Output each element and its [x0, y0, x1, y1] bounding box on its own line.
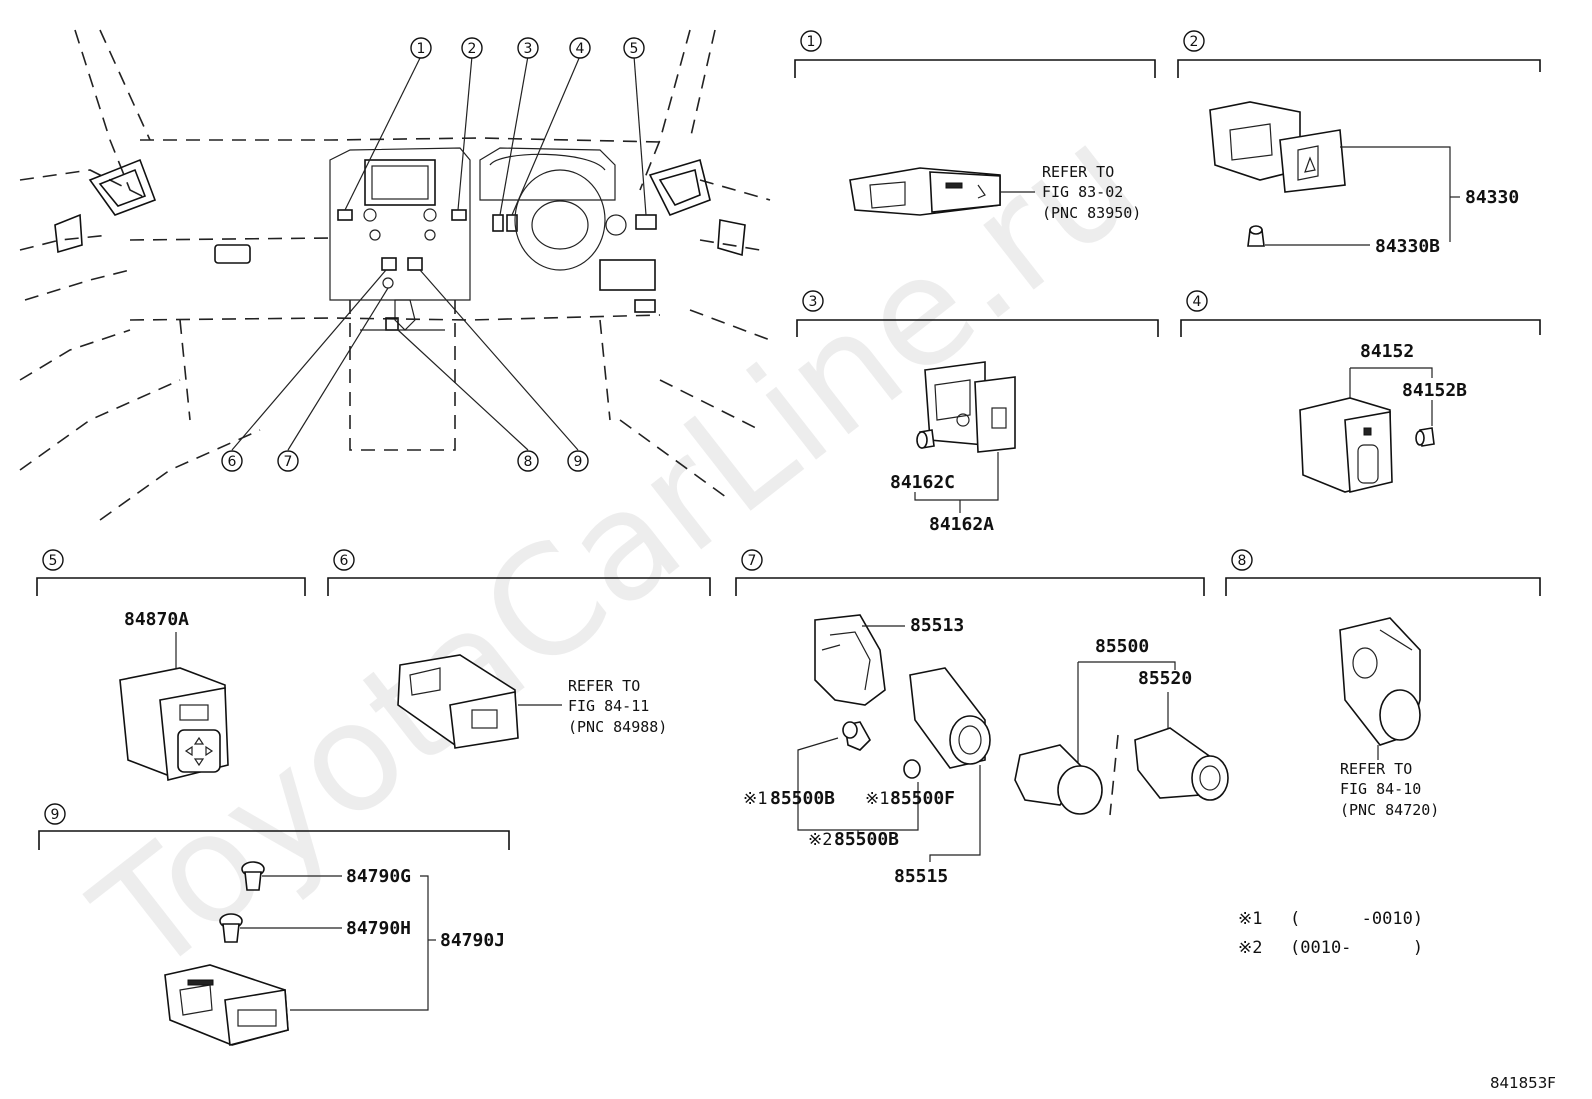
part-84330: 84330	[1465, 187, 1519, 208]
refer-text-1a: REFER TO	[1042, 163, 1114, 181]
refer-text-6c: (PNC 84988)	[568, 718, 667, 736]
part-84790j: 84790J	[440, 930, 505, 951]
svg-text:3: 3	[809, 294, 818, 310]
part-84790h: 84790H	[346, 918, 411, 939]
bulb-84790h[interactable]	[219, 913, 243, 943]
lighter-housing-85500[interactable]	[1014, 744, 1103, 815]
part-84152b: 84152B	[1402, 380, 1467, 401]
callout-9[interactable]: 9	[567, 450, 589, 472]
mark-1a: ※1	[743, 789, 767, 809]
callout-5[interactable]: 5	[623, 37, 645, 59]
note-range-2: (0010- )	[1290, 938, 1423, 958]
switch-part-84988[interactable]	[397, 654, 519, 749]
svg-text:7: 7	[748, 553, 757, 569]
dimmer-switch-84152[interactable]	[1299, 397, 1393, 493]
part-85500f: 85500F	[890, 788, 955, 809]
callout-8[interactable]: 8	[517, 450, 539, 472]
lighter-plug-85520[interactable]	[1134, 727, 1229, 801]
note-range-1: ( -0010)	[1290, 909, 1423, 929]
bulb-84152b[interactable]	[1415, 427, 1435, 447]
part-84790g: 84790G	[346, 866, 411, 887]
refer-text-8c: (PNC 84720)	[1340, 801, 1439, 819]
callout-3[interactable]: 3	[517, 37, 539, 59]
bulb-84162c[interactable]	[916, 429, 935, 449]
part-84162a: 84162A	[929, 514, 994, 535]
part-84870a: 84870A	[124, 609, 189, 630]
section-3: 3 84162C 84162A	[796, 290, 1159, 535]
mark-1b: ※1	[865, 789, 889, 809]
section-2: 2 84330 84330B	[1177, 30, 1541, 257]
refer-text-6b: FIG 84-11	[568, 697, 649, 715]
callout-2[interactable]: 2	[461, 37, 483, 59]
notes: ※1 ( -0010) ※2 (0010- )	[1238, 909, 1423, 958]
svg-text:8: 8	[524, 454, 533, 470]
note-mark-2: ※2	[1238, 938, 1262, 958]
part-85500b-b: 85500B	[834, 829, 899, 850]
svg-text:9: 9	[574, 454, 583, 470]
part-85500f-icon[interactable]	[903, 759, 921, 779]
part-84162c: 84162C	[890, 472, 955, 493]
part-85515: 85515	[894, 866, 948, 887]
svg-text:2: 2	[1190, 34, 1199, 50]
bulb-84330b[interactable]	[1247, 225, 1265, 247]
refer-text-6a: REFER TO	[568, 677, 640, 695]
callout-7[interactable]: 7	[277, 450, 299, 472]
svg-text:5: 5	[630, 41, 639, 57]
switch-part-83950[interactable]	[849, 167, 1001, 216]
svg-text:8: 8	[1238, 553, 1247, 569]
bulb-84790g[interactable]	[241, 861, 265, 891]
callout-6[interactable]: 6	[221, 450, 243, 472]
diagram-code: 841853F	[1490, 1074, 1556, 1092]
part-84152: 84152	[1360, 341, 1414, 362]
switch-part-84720[interactable]	[1339, 617, 1421, 746]
switch-84790j[interactable]	[164, 964, 289, 1047]
mark-2: ※2	[808, 830, 832, 850]
note-mark-1: ※1	[1238, 909, 1262, 929]
mirror-switch-84870a[interactable]	[119, 667, 229, 782]
callout-1[interactable]: 1	[410, 37, 432, 59]
socket-85515[interactable]	[909, 667, 991, 769]
section-5: 5 84870A	[36, 549, 306, 782]
svg-text:1: 1	[417, 41, 426, 57]
callout-4[interactable]: 4	[569, 37, 591, 59]
svg-text:9: 9	[51, 807, 60, 823]
part-85513: 85513	[910, 615, 964, 636]
section-9: 9 84790G 84790H 84790J	[38, 803, 510, 1047]
svg-text:5: 5	[49, 553, 58, 569]
hazard-switch-84330[interactable]	[1209, 101, 1346, 193]
section-4: 4 84152 84152B	[1180, 290, 1541, 493]
part-84330b: 84330B	[1375, 236, 1440, 257]
svg-text:4: 4	[1193, 294, 1202, 310]
refer-text-8b: FIG 84-10	[1340, 780, 1421, 798]
svg-text:7: 7	[284, 454, 293, 470]
svg-text:6: 6	[228, 454, 237, 470]
section-1: 1 REFER TO FIG 83-02 (PNC 83950)	[794, 30, 1156, 222]
part-85500: 85500	[1095, 636, 1149, 657]
svg-text:2: 2	[468, 41, 477, 57]
bracket-85513[interactable]	[814, 614, 886, 706]
svg-text:3: 3	[524, 41, 533, 57]
refer-text-8a: REFER TO	[1340, 760, 1412, 778]
part-85500b-a: 85500B	[770, 788, 835, 809]
bulb-85500b[interactable]	[842, 721, 871, 751]
switch-84162a[interactable]	[924, 361, 1016, 453]
dashboard-overview: 1 2 3 4 5 6 7 8 9	[19, 29, 771, 521]
refer-text-1c: (PNC 83950)	[1042, 204, 1141, 222]
watermark: ToyotaCarLine.ru	[64, 93, 1168, 1009]
svg-text:4: 4	[576, 41, 585, 57]
section-7: 7 85513 ※1 85500B ※1 85500F	[735, 549, 1229, 887]
section-6: 6 REFER TO FIG 84-11 (PNC 84988)	[327, 549, 711, 749]
refer-text-1b: FIG 83-02	[1042, 183, 1123, 201]
svg-text:6: 6	[340, 553, 349, 569]
part-85520: 85520	[1138, 668, 1192, 689]
svg-text:1: 1	[807, 34, 816, 50]
section-8: 8 REFER TO FIG 84-10 (PNC 84720)	[1225, 549, 1541, 819]
